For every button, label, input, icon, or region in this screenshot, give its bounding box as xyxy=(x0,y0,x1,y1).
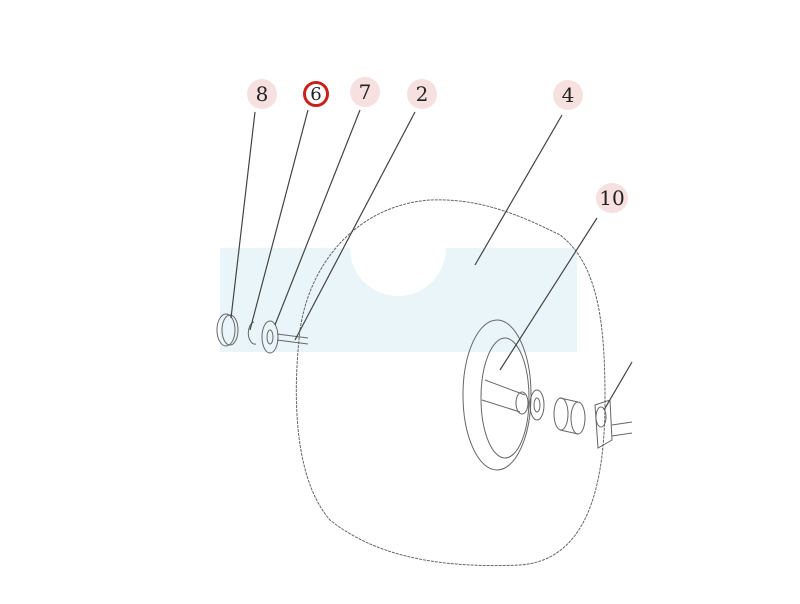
bracket[interactable] xyxy=(594,399,633,449)
callout-8[interactable]: 8 xyxy=(247,79,277,109)
tire-outline[interactable] xyxy=(295,199,606,567)
wheel-hub[interactable] xyxy=(462,319,532,471)
callout-6-selected[interactable]: 6 xyxy=(303,81,329,107)
callout-2[interactable]: 2 xyxy=(407,79,437,109)
axle-shaft[interactable] xyxy=(481,379,526,413)
part-8-cap[interactable] xyxy=(216,313,239,347)
spacer[interactable] xyxy=(553,397,586,435)
callout-10[interactable]: 10 xyxy=(596,183,628,213)
callout-7[interactable]: 7 xyxy=(350,77,380,107)
callout-4[interactable]: 4 xyxy=(553,80,583,110)
washer-right[interactable] xyxy=(529,389,545,421)
part-2-pin[interactable] xyxy=(276,333,309,345)
part-7-washer[interactable] xyxy=(261,320,279,354)
leader-lines xyxy=(230,109,633,411)
highlight-band xyxy=(220,248,577,352)
